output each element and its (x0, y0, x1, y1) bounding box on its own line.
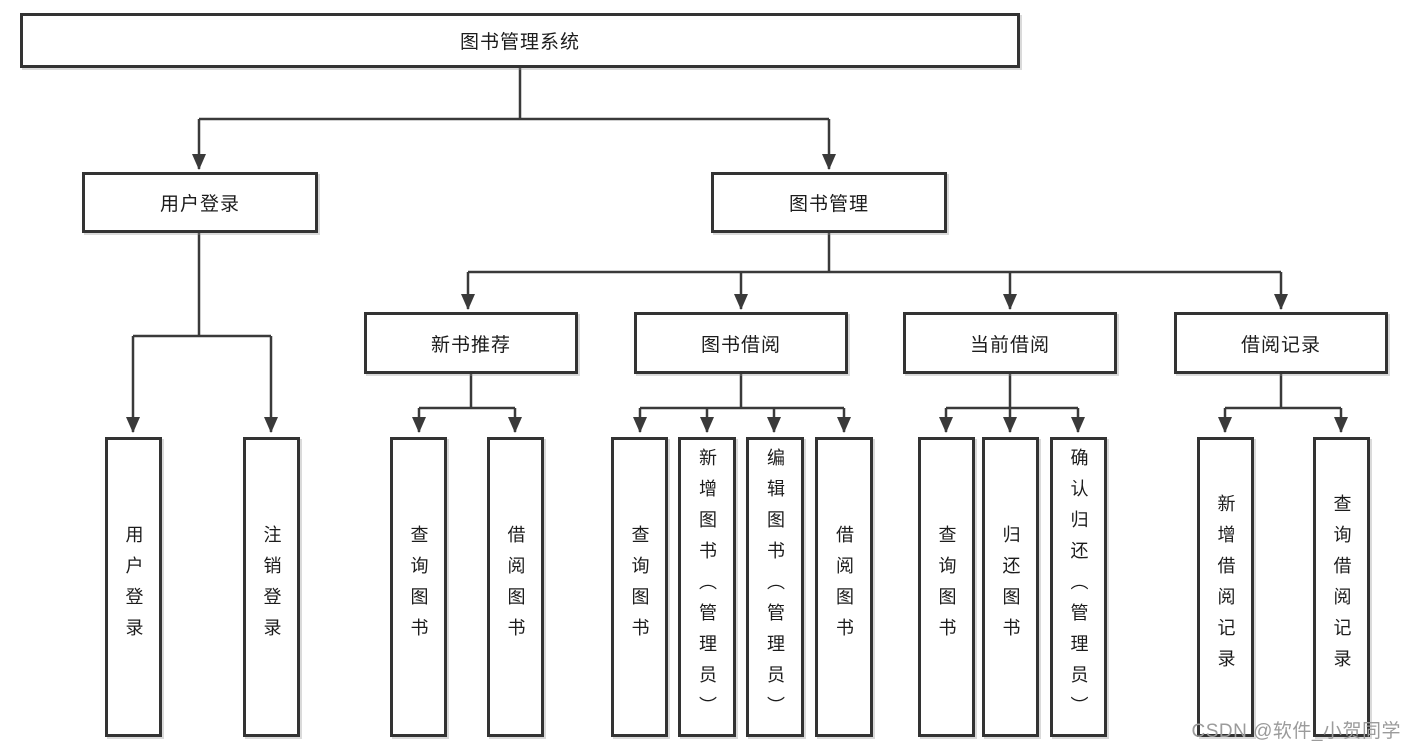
node-user-login: 用户登录 (82, 172, 318, 233)
node-borrow-books-2: 借阅图书 (815, 437, 873, 737)
node-query-borrow-record: 查询借阅记录 (1313, 437, 1370, 737)
node-label: 新增图书（管理员） (697, 447, 717, 727)
connector-current-borrow-trunk (946, 374, 1078, 410)
node-label: 借阅记录 (1240, 334, 1321, 356)
node-confirm-return-admin: 确认归还（管理员） (1050, 437, 1107, 737)
node-return-book: 归还图书 (982, 437, 1039, 737)
node-book-borrow: 图书借阅 (634, 312, 848, 374)
node-label: 查询图书 (408, 525, 429, 649)
connector-book-borrow-trunk (640, 374, 844, 410)
node-label: 图书管理 (788, 194, 869, 215)
connector-book-management-trunk (468, 233, 1281, 274)
node-label: 借阅图书 (834, 525, 854, 649)
node-query-books-3: 查询图书 (918, 437, 975, 737)
node-current-borrow: 当前借阅 (903, 312, 1117, 374)
node-label: 注销登录 (261, 525, 282, 649)
node-borrow-books-1: 借阅图书 (487, 437, 544, 737)
watermark: CSDN @软件_小贺同学 (1191, 721, 1401, 742)
node-label: 新书推荐 (430, 334, 511, 356)
node-user-login-leaf: 用户登录 (105, 437, 162, 737)
node-label: 图书管理系统 (459, 32, 580, 53)
connector-root-trunk (199, 68, 829, 121)
node-new-book-recommend: 新书推荐 (364, 312, 578, 374)
node-query-books-1: 查询图书 (390, 437, 447, 737)
node-label: 图书借阅 (700, 334, 781, 356)
node-label: 借阅图书 (505, 525, 526, 649)
connector-user-login-trunk (133, 233, 271, 338)
node-label: 确认归还（管理员） (1068, 447, 1089, 727)
node-add-book-admin: 新增图书（管理员） (678, 437, 736, 737)
node-logout-leaf: 注销登录 (243, 437, 300, 737)
node-label: 用户登录 (123, 525, 144, 649)
node-label: 新增借阅记录 (1215, 494, 1236, 680)
node-borrow-records: 借阅记录 (1174, 312, 1388, 374)
node-label: 当前借阅 (969, 334, 1050, 356)
node-query-books-2: 查询图书 (611, 437, 668, 737)
node-label: 查询图书 (629, 525, 650, 649)
node-library-management-system: 图书管理系统 (20, 13, 1020, 68)
node-edit-book-admin: 编辑图书（管理员） (746, 437, 804, 737)
node-book-management: 图书管理 (711, 172, 947, 233)
connector-new-book-recommend-trunk (419, 374, 515, 410)
node-label: 用户登录 (159, 194, 240, 215)
node-label: 查询借阅记录 (1331, 494, 1352, 680)
node-add-borrow-record: 新增借阅记录 (1197, 437, 1254, 737)
node-label: 归还图书 (1000, 525, 1021, 649)
node-label: 编辑图书（管理员） (765, 447, 785, 727)
node-label: 查询图书 (936, 525, 957, 649)
connector-borrow-records-trunk (1225, 374, 1341, 410)
